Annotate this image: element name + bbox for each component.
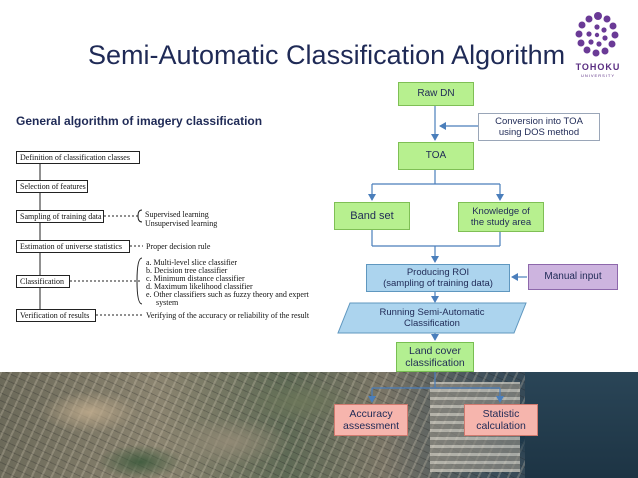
satellite-image-sea: [525, 372, 638, 478]
node-manual-input-label: Manual input: [544, 271, 602, 282]
node-producing-roi: Producing ROI (sampling of training data…: [366, 264, 510, 292]
classifier-b: b. Decision tree classifier: [146, 266, 228, 275]
note-supervised: Supervised learning: [145, 210, 209, 219]
note-decision-rule: Proper decision rule: [146, 242, 211, 251]
node-land-cover: Land cover classification: [396, 342, 474, 372]
node-statistic: Statistic calculation: [464, 404, 538, 436]
node-running: Running Semi-Automatic Classification: [350, 303, 514, 333]
node-accuracy: Accuracy assessment: [334, 404, 408, 436]
node-toa-label: TOA: [425, 150, 447, 161]
node-producing-roi-line2: (sampling of training data): [383, 278, 493, 289]
node-running-line2: Classification: [404, 318, 460, 329]
node-knowledge-line2: the study area: [470, 217, 532, 228]
note-verification: Verifying of the accuracy or reliability…: [146, 311, 310, 320]
node-land-cover-line2: classification: [405, 357, 465, 369]
step-sampling-training-data: Sampling of training data: [16, 210, 104, 223]
logo-name: TOHOKU: [575, 62, 621, 72]
node-raw-dn: Raw DN: [398, 82, 474, 106]
node-accuracy-line2: assessment: [342, 420, 400, 432]
logo-subname: UNIVERSITY: [580, 73, 615, 78]
classifier-d: d. Maximum likelihood classifier: [146, 282, 253, 291]
node-statistic-line2: calculation: [476, 420, 526, 432]
classifier-a: a. Multi-level slice classifier: [146, 258, 238, 267]
step-selection-of-features: Selection of features: [16, 180, 88, 193]
step-verification: Verification of results: [16, 309, 96, 322]
node-knowledge-line1: Knowledge of: [472, 206, 530, 217]
node-conversion-line2: using DOS method: [498, 127, 580, 138]
node-accuracy-line1: Accuracy: [349, 408, 393, 420]
slide-title: Semi-Automatic Classification Algorithm: [88, 40, 566, 70]
node-raw-dn-label: Raw DN: [417, 88, 455, 99]
tohoku-university-logo-icon: [575, 12, 619, 57]
classifier-e-cont: system: [156, 298, 179, 307]
node-statistic-line1: Statistic: [482, 408, 520, 420]
node-band-set-label: Band set: [350, 210, 394, 222]
classifier-e: e. Other classifiers such as fuzzy theor…: [146, 290, 309, 299]
node-band-set: Band set: [334, 202, 410, 230]
node-toa: TOA: [398, 142, 474, 170]
node-running-line1: Running Semi-Automatic: [379, 307, 485, 318]
node-conversion-line1: Conversion into TOA: [495, 116, 583, 127]
node-land-cover-line1: Land cover: [409, 345, 461, 357]
node-conversion: Conversion into TOA using DOS method: [478, 113, 600, 141]
node-producing-roi-line1: Producing ROI: [406, 267, 470, 278]
step-classification: Classification: [16, 275, 70, 288]
note-unsupervised: Unsupervised learning: [145, 219, 218, 228]
node-knowledge: Knowledge of the study area: [458, 202, 544, 232]
node-manual-input: Manual input: [528, 264, 618, 290]
slide-subtitle: General algorithm of imagery classificat…: [16, 114, 263, 128]
step-definition-of-classes: Definition of classification classes: [16, 151, 140, 164]
step-estimation-statistics: Estimation of universe statistics: [16, 240, 130, 253]
classifier-c: c. Minimum distance classifier: [146, 274, 245, 283]
